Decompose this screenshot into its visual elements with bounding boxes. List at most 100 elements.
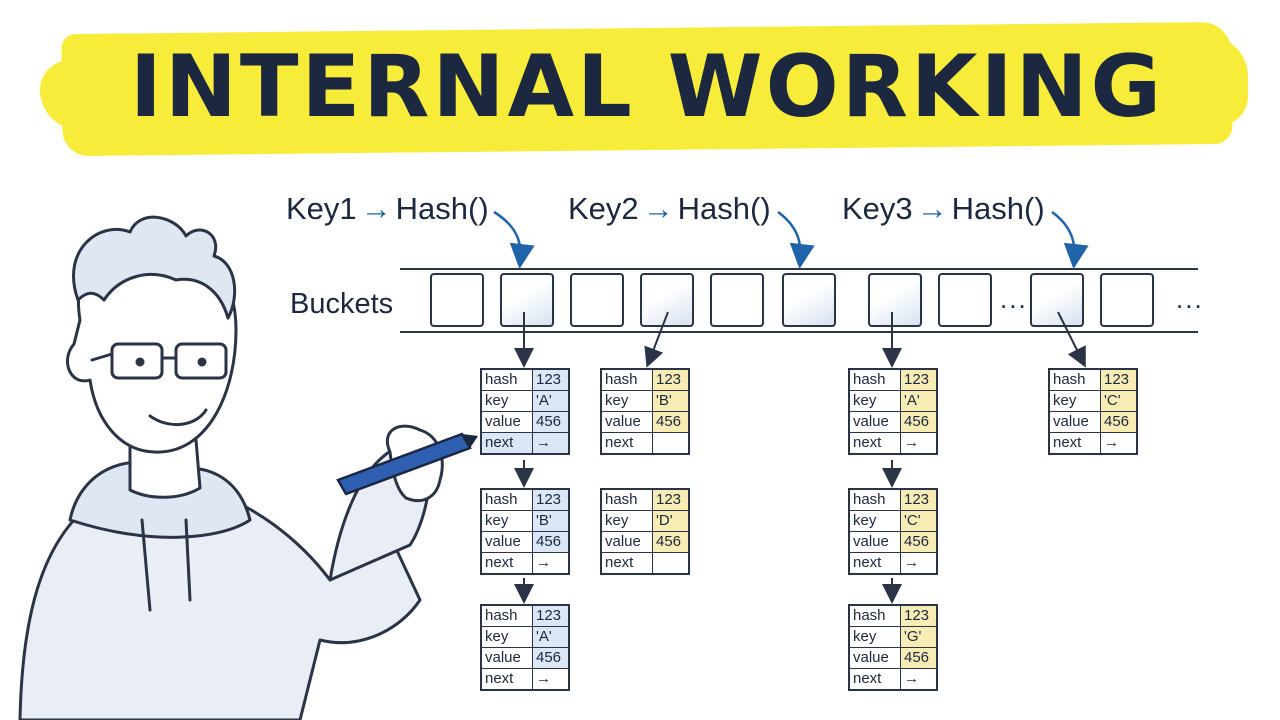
hash-call-key3: Key3→Hash() xyxy=(842,186,1045,232)
bucket xyxy=(868,273,922,327)
arrow-icon: → xyxy=(360,191,392,226)
hash-value: 123 xyxy=(1100,368,1138,391)
key-value: 'B' xyxy=(532,510,570,532)
hash-value: 123 xyxy=(652,368,690,391)
key-value: 'A' xyxy=(900,390,938,412)
field-label: key xyxy=(480,390,533,412)
field-label: value xyxy=(848,531,901,553)
key-label: Key2 xyxy=(568,191,639,226)
chain-arrow xyxy=(1057,311,1086,368)
field-label: value xyxy=(480,647,533,669)
next-arrow-icon: → xyxy=(532,552,570,575)
hash-value: 123 xyxy=(532,604,570,627)
field-label: next xyxy=(848,668,901,691)
value-value: 456 xyxy=(652,531,690,553)
bucket xyxy=(430,273,484,327)
field-label: hash xyxy=(600,368,653,391)
key-value: 'D' xyxy=(652,510,690,532)
field-label: next xyxy=(848,432,901,455)
bucket-rail-bottom xyxy=(400,331,1198,333)
bucket-ellipsis: ... xyxy=(1000,284,1028,314)
hash-value: 123 xyxy=(532,488,570,511)
field-label: hash xyxy=(480,368,533,391)
field-label: key xyxy=(848,510,901,532)
field-label: value xyxy=(480,411,533,433)
bucket xyxy=(500,273,554,327)
field-label: next xyxy=(480,552,533,575)
hash-function-label: Hash() xyxy=(677,191,771,226)
bucket xyxy=(1030,273,1084,327)
key-label: Key1 xyxy=(286,191,357,226)
field-label: key xyxy=(600,390,653,412)
chain-arrow xyxy=(644,311,669,368)
next-arrow-icon: → xyxy=(900,668,938,691)
hash-arrow xyxy=(777,210,815,269)
field-label: hash xyxy=(480,488,533,511)
bucket-ellipsis: ... xyxy=(1176,284,1204,314)
field-label: key xyxy=(848,626,901,648)
next-arrow-icon: → xyxy=(532,432,570,455)
buckets-label: Buckets xyxy=(290,288,394,320)
hash-value: 123 xyxy=(900,368,938,391)
bucket xyxy=(1100,273,1154,327)
value-value: 456 xyxy=(532,647,570,669)
field-label: key xyxy=(480,510,533,532)
field-label: next xyxy=(480,432,533,455)
hash-arrow xyxy=(493,210,535,269)
bucket xyxy=(938,273,992,327)
key-value: 'C' xyxy=(1100,390,1138,412)
hash-value: 123 xyxy=(900,488,938,511)
key-value: 'A' xyxy=(532,390,570,412)
field-label: hash xyxy=(848,368,901,391)
field-label: hash xyxy=(480,604,533,627)
hash-function-label: Hash() xyxy=(395,191,489,226)
value-value: 456 xyxy=(1100,411,1138,433)
next-arrow-icon: → xyxy=(1100,432,1138,455)
field-label: hash xyxy=(848,488,901,511)
field-label: value xyxy=(848,411,901,433)
field-label: next xyxy=(480,668,533,691)
next-arrow-icon: → xyxy=(532,668,570,691)
field-label: key xyxy=(848,390,901,412)
key-value: 'G' xyxy=(900,626,938,648)
key-value: 'B' xyxy=(652,390,690,412)
next-arrow-icon: → xyxy=(900,432,938,455)
field-label: hash xyxy=(600,488,653,511)
bucket xyxy=(710,273,764,327)
field-label: next xyxy=(1048,432,1101,455)
hash-value: 123 xyxy=(900,604,938,627)
field-label: next xyxy=(600,432,653,455)
arrow-icon: → xyxy=(916,191,948,226)
field-label: value xyxy=(600,531,653,553)
hash-call-key1: Key1→Hash() xyxy=(286,186,489,232)
hash-value: 123 xyxy=(532,368,570,391)
hash-function-label: Hash() xyxy=(951,191,1045,226)
field-label: key xyxy=(480,626,533,648)
field-label: hash xyxy=(848,604,901,627)
hash-call-key2: Key2→Hash() xyxy=(568,186,771,232)
field-label: key xyxy=(1048,390,1101,412)
bucket xyxy=(640,273,694,327)
next-value xyxy=(652,552,690,575)
key-label: Key3 xyxy=(842,191,913,226)
field-label: next xyxy=(600,552,653,575)
arrow-icon: → xyxy=(642,191,674,226)
person-illustration xyxy=(18,215,444,720)
field-label: key xyxy=(600,510,653,532)
next-value xyxy=(652,432,690,455)
value-value: 456 xyxy=(900,647,938,669)
field-label: value xyxy=(848,647,901,669)
page-title: INTERNAL WORKING xyxy=(129,37,1165,137)
field-label: value xyxy=(480,531,533,553)
field-label: hash xyxy=(1048,368,1101,391)
value-value: 456 xyxy=(900,531,938,553)
